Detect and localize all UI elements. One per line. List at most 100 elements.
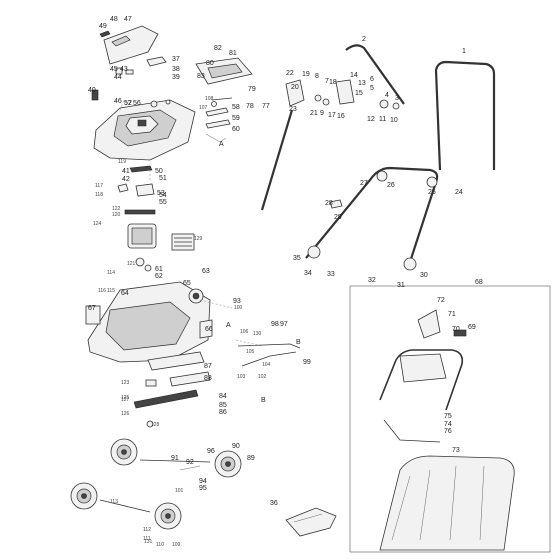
- part-number-label: 14: [350, 72, 358, 79]
- part-number-label: 129: [194, 236, 203, 242]
- part-number-label: 77: [262, 103, 270, 110]
- part-number-label: 12: [367, 116, 375, 123]
- part-number-label: 101: [175, 488, 184, 494]
- part-number-label: 11: [379, 116, 387, 123]
- part-number-label: 121: [127, 261, 136, 267]
- part-number-label: 115: [107, 288, 115, 294]
- part-number-label: 9: [320, 110, 324, 117]
- part-number-label: 39: [172, 74, 180, 81]
- part-number-label: 125: [121, 395, 130, 401]
- part-number-label: 90: [232, 443, 240, 450]
- part-number-label: 78: [246, 103, 254, 110]
- part-number-label: 79: [248, 86, 256, 93]
- motor-parts: [117, 165, 195, 272]
- part-number-label: 76: [444, 428, 452, 435]
- wheel-parts: [70, 438, 242, 530]
- part-number-label: 98: [271, 321, 279, 328]
- part-number-label: 119: [118, 159, 126, 165]
- part-number-label: 102: [258, 374, 267, 380]
- part-number-label: 116: [98, 288, 106, 294]
- part-number-label: 82: [214, 45, 222, 52]
- part-number-label: 130: [253, 331, 262, 337]
- part-number-label: 88: [204, 375, 212, 382]
- lower-deck: [85, 281, 213, 363]
- part-number-label: 93: [233, 298, 241, 305]
- part-number-label: A: [226, 322, 231, 329]
- part-number-label: 44: [114, 74, 122, 81]
- part-number-label: 127: [121, 397, 130, 403]
- grass-catcher: [349, 285, 551, 553]
- part-number-label: 22: [286, 70, 294, 77]
- deck-housing: [93, 99, 196, 161]
- part-number-label: 29: [334, 214, 342, 221]
- part-number-label: 81: [229, 50, 237, 57]
- part-number-label: 49: [99, 23, 107, 30]
- part-number-label: 55: [159, 199, 167, 206]
- part-number-label: 92: [186, 459, 194, 466]
- part-number-label: 10: [390, 117, 398, 124]
- part-number-label: 100: [234, 305, 243, 311]
- part-number-label: 71: [448, 311, 456, 318]
- part-number-label: 37: [172, 56, 180, 63]
- part-number-label: 5: [370, 85, 374, 92]
- part-number-label: 13: [358, 80, 366, 87]
- part-number-label: 32: [368, 277, 376, 284]
- part-number-label: 120: [112, 212, 121, 218]
- part-number-label: 23: [289, 106, 297, 113]
- part-number-label: B: [296, 339, 301, 346]
- part-number-label: 66: [205, 326, 213, 333]
- part-number-label: 97: [280, 321, 288, 328]
- part-number-label: 59: [232, 115, 240, 122]
- part-number-label: 117: [95, 183, 103, 189]
- part-number-label: 1: [462, 48, 466, 55]
- part-number-label: 50: [155, 168, 163, 175]
- part-number-label: 25: [428, 189, 436, 196]
- part-number-label: B: [261, 397, 266, 404]
- lid-parts: [195, 57, 253, 143]
- part-number-label: 104: [262, 362, 271, 368]
- part-number-label: 38: [172, 66, 180, 73]
- part-number-label: 16: [337, 113, 345, 120]
- part-number-label: 33: [327, 271, 335, 278]
- part-number-label: 111: [143, 536, 151, 542]
- part-number-label: 126: [121, 411, 130, 417]
- part-number-label: 63: [202, 268, 210, 275]
- part-number-label: 53: [157, 190, 165, 197]
- part-number-label: 18: [329, 79, 337, 86]
- part-number-label: 108: [205, 96, 214, 102]
- part-number-label: 99: [303, 359, 311, 366]
- part-number-label: 26: [387, 182, 395, 189]
- part-number-label: 30: [420, 272, 428, 279]
- part-number-label: 34: [304, 270, 312, 277]
- part-number-label: 67: [88, 305, 96, 312]
- part-number-label: 35: [293, 255, 301, 262]
- part-number-label: 87: [204, 363, 212, 370]
- part-number-label: 40: [88, 87, 96, 94]
- part-number-label: 131: [144, 539, 153, 545]
- part-number-label: 74: [444, 421, 452, 428]
- part-number-label: 69: [468, 324, 476, 331]
- part-number-label: 64: [121, 290, 129, 297]
- top-cover-parts: [91, 25, 167, 101]
- part-number-label: 103: [237, 374, 246, 380]
- part-number-label: 54: [159, 192, 167, 199]
- part-number-label: 43: [120, 66, 128, 73]
- part-number-label: 28: [325, 200, 333, 207]
- mulching-insert: [285, 507, 337, 537]
- part-number-label: 80: [206, 60, 214, 67]
- part-number-label: 3: [395, 95, 399, 102]
- part-number-label: 52: [124, 100, 132, 107]
- part-number-label: 45: [110, 66, 118, 73]
- part-number-label: 19: [302, 71, 310, 78]
- part-number-label: 7: [325, 78, 329, 85]
- part-number-label: 42: [122, 176, 130, 183]
- part-number-label: 91: [171, 455, 179, 462]
- part-number-label: 58: [232, 104, 240, 111]
- part-number-label: 17: [328, 112, 336, 119]
- part-number-label: 112: [143, 527, 151, 533]
- part-number-label: 65: [183, 280, 191, 287]
- part-number-label: 109: [172, 542, 181, 548]
- part-number-label: 24: [455, 189, 463, 196]
